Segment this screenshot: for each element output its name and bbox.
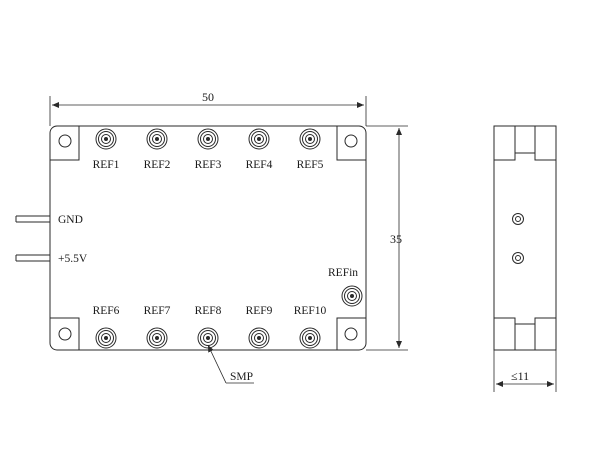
smp-connector-ref5 (299, 128, 321, 150)
gnd-label: GND (58, 214, 83, 226)
mounting-ear-bottom-left (50, 317, 80, 350)
connector-label-ref1: REF1 (93, 159, 120, 171)
width-dimension (49, 96, 367, 126)
connector-label-ref2: REF2 (144, 159, 171, 171)
mounting-ear-top-left (50, 126, 80, 161)
connector-label-ref8: REF8 (195, 305, 222, 317)
depth-dimension (493, 350, 557, 392)
mounting-ears (50, 126, 366, 350)
mounting-ear-top-right (336, 126, 366, 161)
smp-label: SMP (230, 371, 253, 383)
smp-connector-ref9 (248, 327, 270, 349)
smp-connector-ref1 (95, 128, 117, 150)
smp-connector-ref7 (146, 327, 168, 349)
smp-connector-ref4 (248, 128, 270, 150)
power-pin (15, 254, 50, 262)
connector-label-ref7: REF7 (144, 305, 171, 317)
connector-label-ref4: REF4 (246, 159, 273, 171)
bottom-connector-row: REF6 REF7 REF8 REF9 REF10 (93, 305, 327, 349)
connector-label-ref5: REF5 (297, 159, 324, 171)
ref-in-connector (341, 285, 363, 307)
power-label: +5.5V (58, 253, 88, 265)
width-value: 50 (202, 90, 214, 104)
connector-label-ref6: REF6 (93, 305, 120, 317)
smp-connector-ref10 (299, 327, 321, 349)
smp-connector-ref3 (197, 128, 219, 150)
height-dimension (366, 125, 408, 351)
side-view (493, 125, 557, 351)
connector-label-ref10: REF10 (294, 305, 327, 317)
side-connector-lower (512, 252, 524, 264)
connector-label-ref9: REF9 (246, 305, 273, 317)
smp-connector-ref6 (95, 327, 117, 349)
smp-connector-ref2 (146, 128, 168, 150)
mounting-ear-bottom-right (336, 317, 366, 350)
gnd-pin (15, 215, 50, 223)
side-connector-upper (512, 213, 524, 225)
side-view-outline (493, 125, 557, 351)
ref-in-label: REFin (328, 267, 358, 279)
smp-callout (207, 344, 254, 384)
depth-value: ≤11 (511, 369, 529, 383)
height-value: 35 (390, 232, 402, 246)
top-connector-row: REF1 REF2 REF3 REF4 REF5 (93, 128, 324, 171)
connector-label-ref3: REF3 (195, 159, 222, 171)
